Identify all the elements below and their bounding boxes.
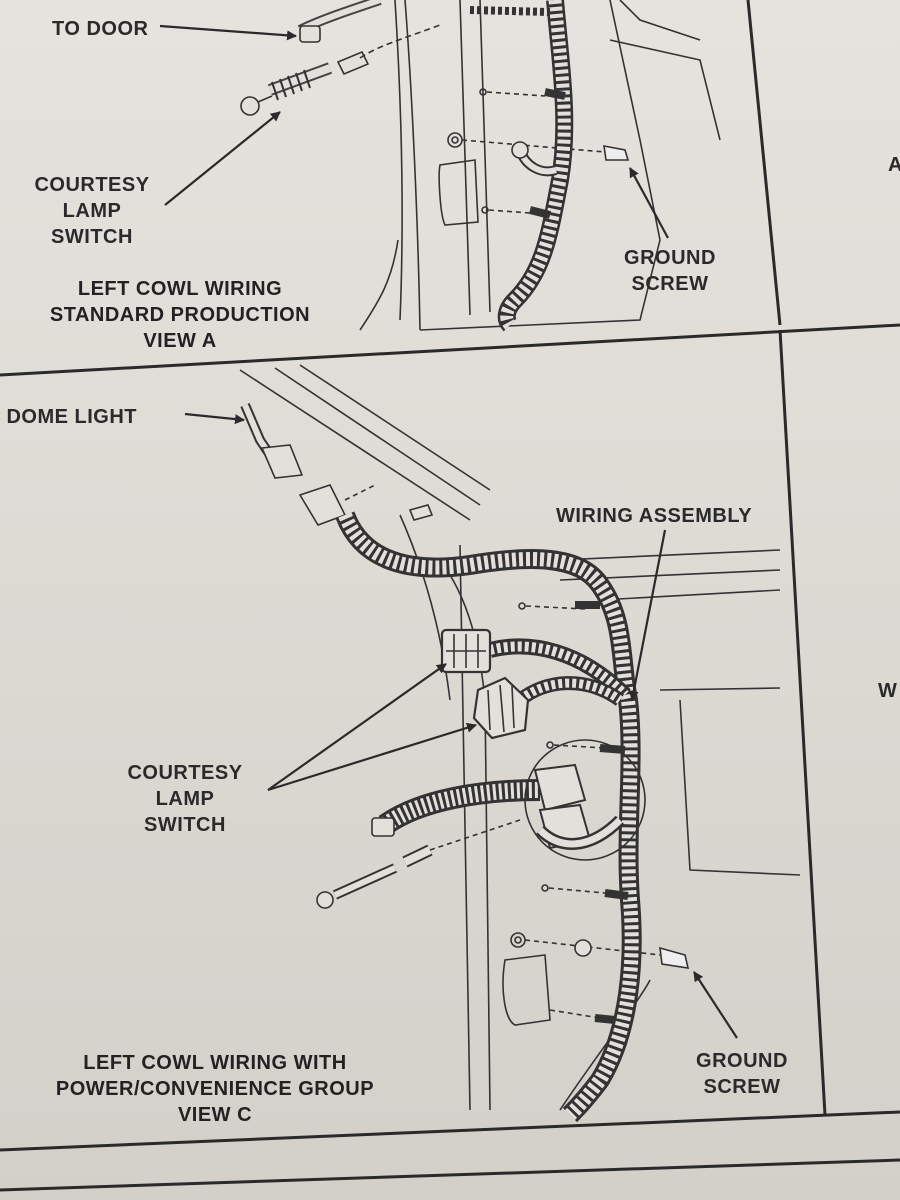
adjacent-panel-fragment-top: A: [888, 154, 900, 176]
label-line: SWITCH: [51, 226, 133, 248]
courtesy-switch-connector-lower: [472, 676, 530, 740]
caption-line: LEFT COWL WIRING: [77, 278, 283, 300]
label-line: LAMP: [62, 200, 122, 222]
label-to-dome-light: TO DOME LIGHT: [0, 406, 138, 428]
label-line: SCREW: [631, 273, 709, 295]
view-c-arrows: [184, 412, 738, 1039]
adjacent-panel-fragment-middle: W: [878, 680, 898, 702]
view-c-drawing: [239, 364, 801, 1123]
view-a-arrows: [159, 24, 669, 239]
caption-view-a: LEFT COWL WIRING STANDARD PRODUCTION VIE…: [10, 276, 350, 354]
caption-line: VIEW A: [143, 330, 217, 352]
label-wiring-assembly: WIRING ASSEMBLY: [556, 505, 753, 527]
caption-line: VIEW C: [177, 1104, 253, 1126]
caption-view-c: LEFT COWL WIRING WITH POWER/CONVENIENCE …: [20, 1050, 410, 1128]
caption-line: LEFT COWL WIRING WITH: [83, 1052, 347, 1074]
label-line: COURTESY: [34, 174, 150, 196]
caption-line: POWER/CONVENIENCE GROUP: [55, 1078, 375, 1100]
label-line: LAMP: [155, 788, 215, 810]
label-courtesy-lamp-switch-a: COURTESY LAMP SWITCH: [22, 172, 162, 250]
label-line: SWITCH: [144, 814, 226, 836]
label-ground-screw-a: GROUND SCREW: [605, 245, 735, 297]
label-line: GROUND: [696, 1050, 788, 1072]
label-to-door: TO DOOR: [52, 18, 149, 40]
courtesy-switch-connector-upper: [440, 628, 492, 674]
label-line: GROUND: [624, 247, 716, 269]
label-line: SCREW: [703, 1076, 781, 1098]
label-courtesy-lamp-switch-c: COURTESY LAMP SWITCH: [110, 760, 260, 838]
view-a-drawing: [240, 0, 721, 332]
label-line: COURTESY: [127, 762, 243, 784]
label-ground-screw-c: GROUND SCREW: [672, 1048, 812, 1100]
caption-line: STANDARD PRODUCTION: [49, 304, 311, 326]
